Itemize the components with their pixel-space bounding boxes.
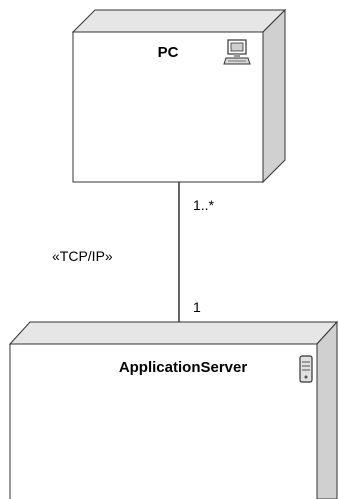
node-pc-side-face: [262, 8, 286, 184]
multiplicity-bottom: 1: [193, 299, 201, 315]
node-pc-front-face: [72, 31, 264, 183]
node-server-front-face: [9, 343, 318, 499]
tcpip-association[interactable]: 1..* «TCP/IP» 1: [52, 182, 215, 322]
stereotype-label: «TCP/IP»: [52, 248, 113, 264]
node-pc-title: PC: [158, 44, 179, 61]
node-server-side-face: [316, 320, 338, 499]
computer-icon: [223, 39, 251, 65]
node-pc-top-face: [71, 9, 287, 33]
node-application-server[interactable]: ApplicationServer: [8, 320, 339, 499]
multiplicity-top: 1..*: [193, 197, 215, 213]
node-pc[interactable]: PC: [71, 8, 287, 184]
server-tower-icon: [299, 355, 313, 383]
node-server-top-face: [8, 321, 339, 345]
node-server-title: ApplicationServer: [119, 359, 248, 376]
